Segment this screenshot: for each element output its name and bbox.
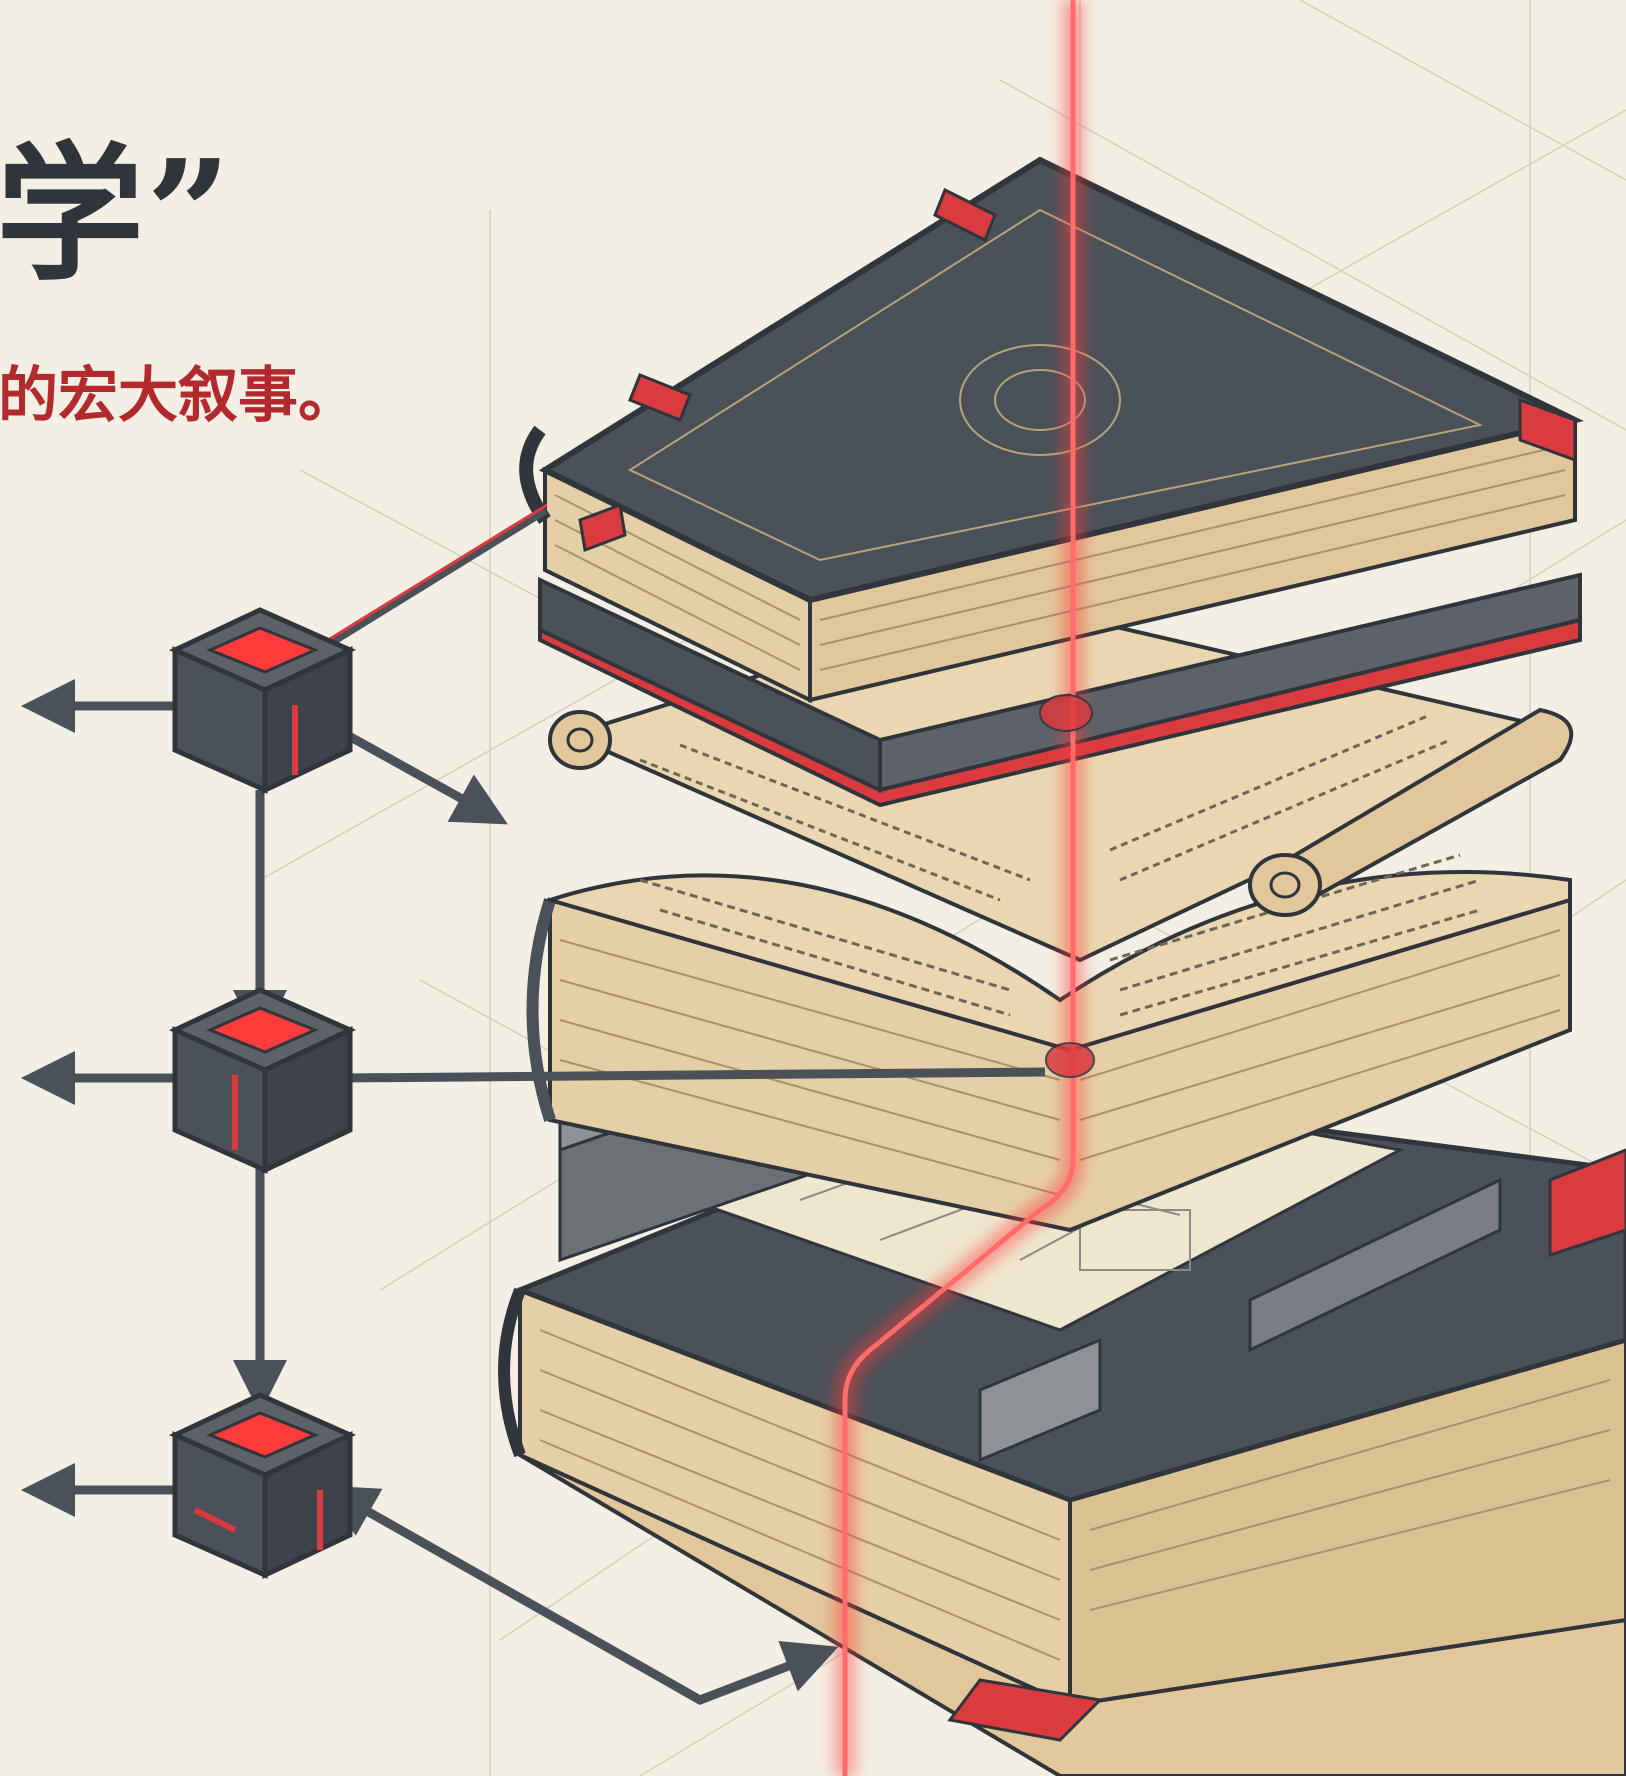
cube-red-core-icon (206, 1411, 319, 1459)
closed-book-icon (519, 156, 1584, 808)
node-top (168, 607, 357, 794)
node-middle (168, 987, 357, 1174)
page-title: 学” (0, 127, 234, 301)
laser-axis (834, 0, 1095, 1776)
page-subtitle: 的宏大叙事。 (0, 361, 358, 431)
node-bottom (168, 1392, 357, 1579)
cube-red-core-icon (206, 1006, 319, 1054)
cube-red-core-icon (206, 626, 319, 674)
